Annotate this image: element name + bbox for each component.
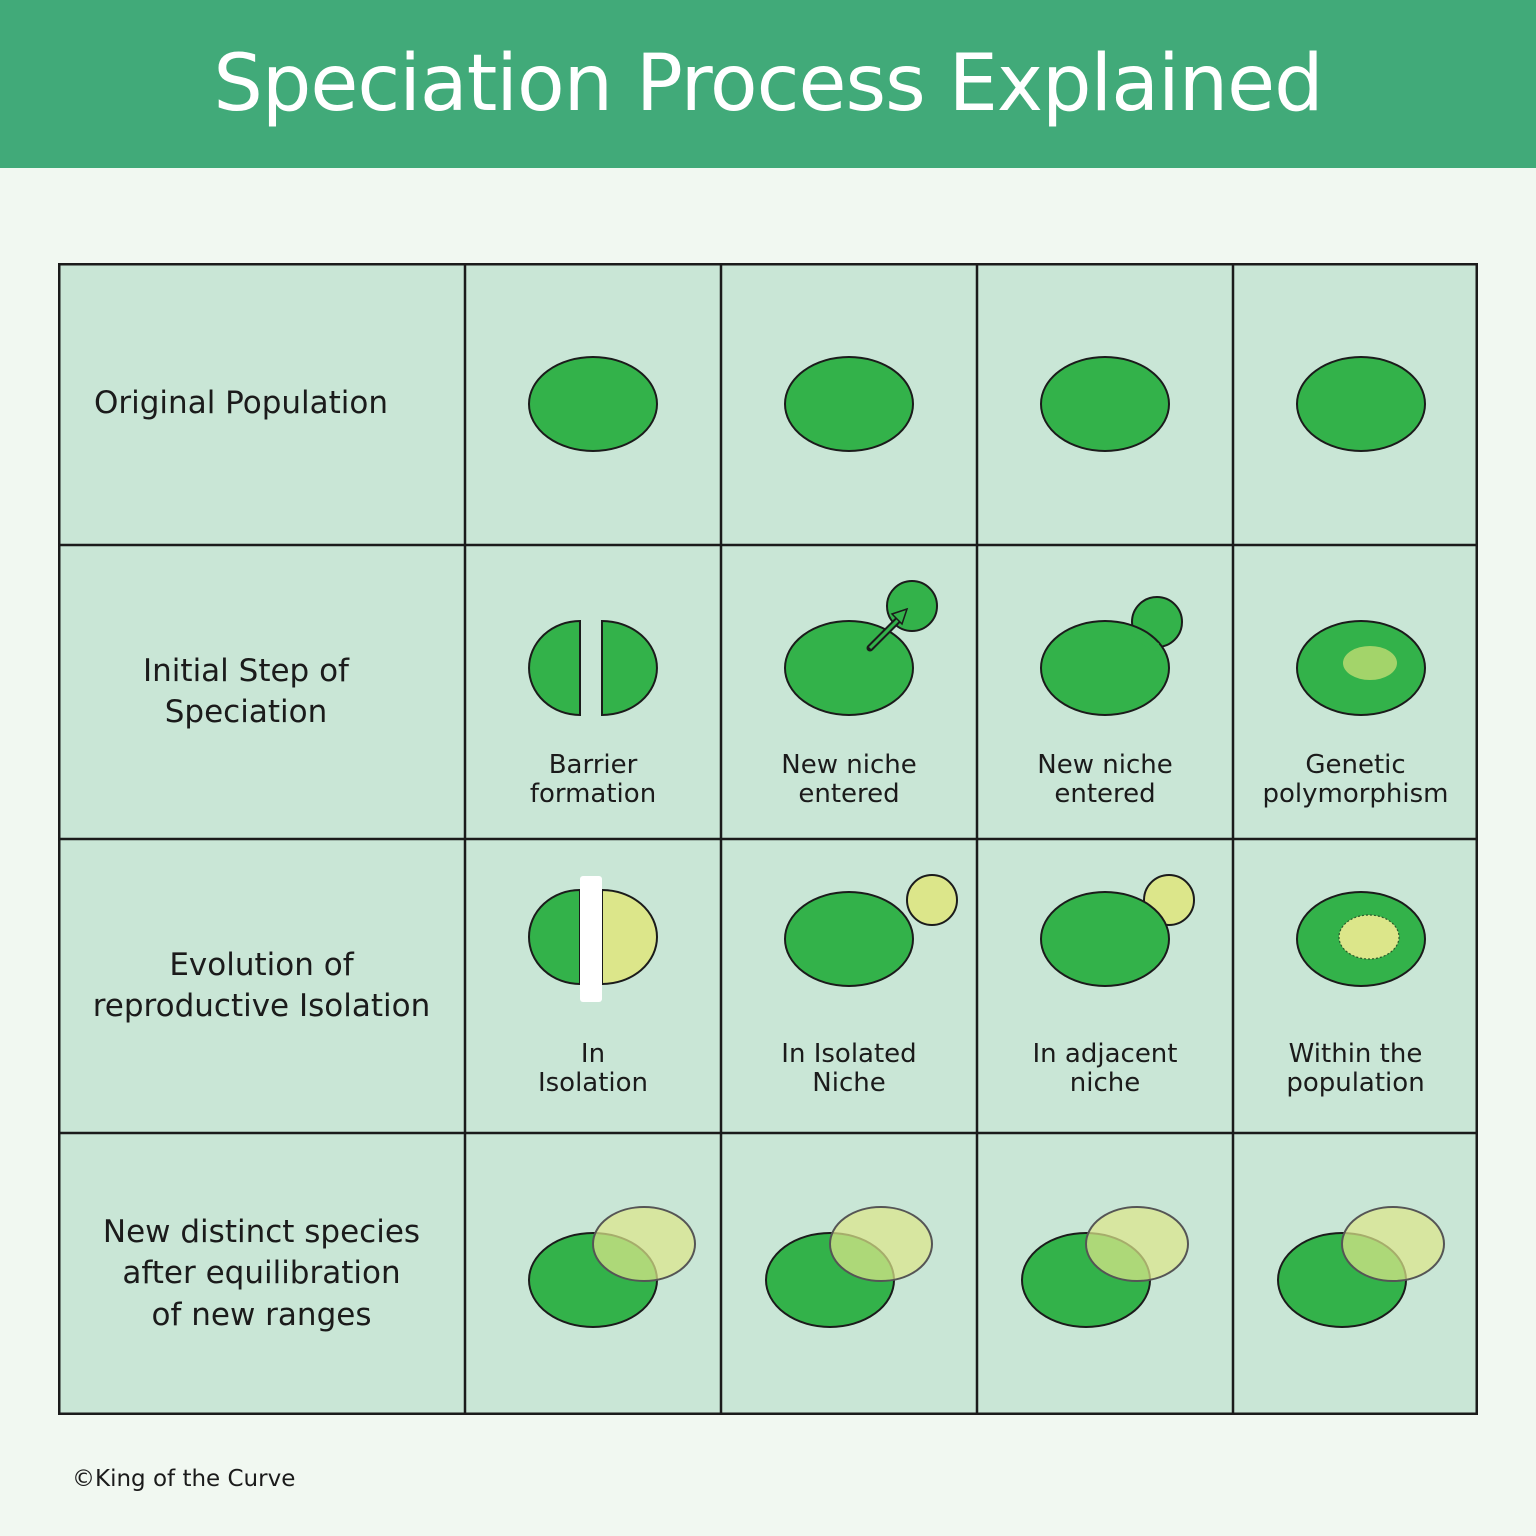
row-label-original-population: Original Population	[94, 385, 389, 422]
overlapping-species-pair	[528, 1206, 696, 1328]
isolated-subpopulation	[1338, 914, 1400, 960]
within-population-isolation	[1296, 891, 1426, 987]
isolated-niche-population	[784, 874, 958, 987]
caption-within-the-population: Within the population	[1286, 1039, 1425, 1098]
table-graphics	[58, 263, 1478, 1415]
caption-in-adjacent-niche: In adjacent niche	[1032, 1039, 1178, 1098]
overlapping-species-pair	[1277, 1206, 1445, 1328]
original-population-blob	[528, 356, 658, 452]
row-label-initial-step: Initial Step of Speciation	[143, 652, 349, 730]
adjacent-niche-population	[1040, 874, 1195, 987]
polymorphism-patch	[1343, 646, 1397, 680]
original-population-blob	[784, 356, 914, 452]
row-label-new-distinct-species: New distinct species after equilibration…	[102, 1214, 421, 1333]
caption-in-isolation: In Isolation	[537, 1039, 649, 1098]
new-niche-budding	[1040, 596, 1183, 716]
barrier-split-population	[528, 619, 658, 717]
arrow-icon	[866, 607, 909, 652]
barrier-bar	[580, 876, 602, 1002]
caption-genetic-polymorphism: Genetic polymorphism	[1262, 750, 1449, 809]
genetic-polymorphism-population	[1296, 620, 1426, 716]
caption-barrier-formation: Barrier formation	[529, 750, 657, 809]
caption-new-niche-entered: New niche entered	[1037, 750, 1173, 809]
title-banner: Speciation Process Explained	[0, 0, 1536, 168]
overlapping-species-pair	[1021, 1206, 1189, 1328]
new-niche-dispersal	[784, 580, 938, 716]
page-title: Speciation Process Explained	[213, 39, 1323, 129]
caption-new-niche-entered: New niche entered	[781, 750, 917, 809]
overlapping-species-pair	[765, 1206, 933, 1328]
isolated-population-pair	[528, 876, 658, 1002]
copyright-footer: ©King of the Curve	[72, 1466, 296, 1492]
row-label-reproductive-isolation: Evolution of reproductive Isolation	[92, 946, 431, 1024]
original-population-blob	[1296, 356, 1426, 452]
original-population-blob	[1040, 356, 1170, 452]
caption-in-isolated-niche: In Isolated Niche	[781, 1039, 917, 1098]
table-gridlines	[58, 263, 1478, 1415]
speciation-table: Original Population Initial Step of Spec…	[58, 263, 1478, 1415]
